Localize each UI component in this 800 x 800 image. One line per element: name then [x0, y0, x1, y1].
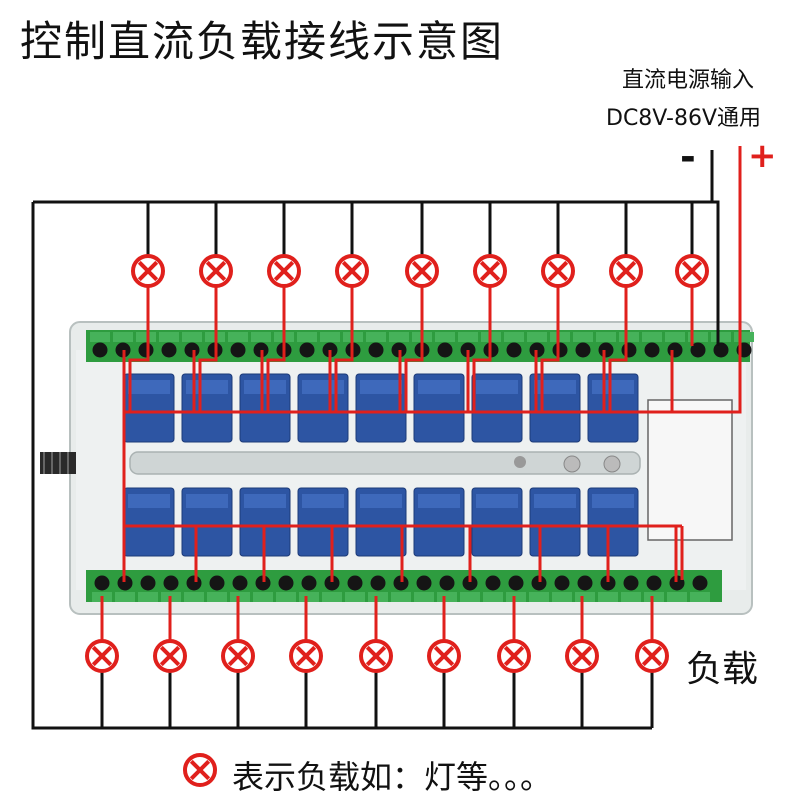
terminal-screw	[368, 342, 384, 358]
lamp-load-icon	[267, 254, 301, 288]
terminal-screw	[506, 342, 522, 358]
terminal-screw	[531, 575, 547, 591]
terminal-screw	[485, 575, 501, 591]
terminal-screw	[140, 575, 156, 591]
terminal-screw	[600, 575, 616, 591]
lamp-load-icon	[199, 254, 233, 288]
terminal-screw	[94, 575, 110, 591]
lamp-load-icon	[85, 639, 119, 673]
terminal-screw	[623, 575, 639, 591]
negative-terminal-wire	[712, 200, 720, 346]
power-input-label: 直流电源输入	[622, 68, 755, 93]
relay-output-wire	[404, 346, 424, 412]
terminal-screw	[439, 575, 455, 591]
lamp-load-icon	[427, 639, 461, 673]
lamp-load-icon	[473, 254, 507, 288]
lamp-load-icon	[183, 753, 217, 787]
relay-output-wire	[540, 346, 560, 412]
terminal-screw	[462, 575, 478, 591]
terminal-screw	[437, 342, 453, 358]
load-label: 负载	[686, 649, 759, 690]
relay-output-wire	[608, 346, 628, 412]
terminal-screw	[186, 575, 202, 591]
terminal-screw	[209, 575, 225, 591]
power-voltage-range: DC8V-86V通用	[606, 106, 762, 131]
terminal-screw	[255, 575, 271, 591]
relay-output-wire	[334, 346, 354, 412]
terminal-screw	[138, 342, 154, 358]
terminal-screw	[713, 342, 729, 358]
terminal-screw	[163, 575, 179, 591]
relay-module	[40, 321, 754, 615]
terminal-screw	[644, 342, 660, 358]
diagram-title: 控制直流负载接线示意图	[20, 17, 505, 66]
terminal-screw	[278, 575, 294, 591]
lamp-load-icon	[289, 639, 323, 673]
lamp-load-icon	[497, 639, 531, 673]
terminal-screw	[230, 342, 246, 358]
antenna-coil	[40, 452, 76, 474]
module-label-sticker	[647, 399, 733, 541]
relay-output-wire	[128, 346, 150, 412]
lamp-load-icon	[153, 639, 187, 673]
lamp-load-icon	[541, 254, 575, 288]
terminal-screw	[92, 342, 108, 358]
terminal-screw	[324, 575, 340, 591]
lamp-load-icon	[335, 254, 369, 288]
terminal-screw	[161, 342, 177, 358]
terminal-screw	[554, 575, 570, 591]
terminal-screw	[299, 342, 315, 358]
positive-terminal-symbol: +	[748, 136, 777, 176]
terminal-screw	[184, 342, 200, 358]
terminal-screw	[552, 342, 568, 358]
lamp-load-icon	[359, 639, 393, 673]
relay-output-wire	[472, 346, 492, 412]
relay-output-wire	[266, 346, 286, 412]
terminal-screw	[598, 342, 614, 358]
terminal-screw	[508, 575, 524, 591]
terminal-screw	[690, 342, 706, 358]
lamp-load-icon	[565, 639, 599, 673]
relay-output-wire	[198, 346, 218, 412]
lamp-load-icon	[675, 254, 709, 288]
lamp-load-icon	[131, 254, 165, 288]
terminal-screw	[575, 342, 591, 358]
terminal-screw	[370, 575, 386, 591]
lamp-load-icon	[405, 254, 439, 288]
terminal-screw	[393, 575, 409, 591]
lamp-load-icon	[635, 639, 669, 673]
terminal-screw	[692, 575, 708, 591]
terminal-screw	[646, 575, 662, 591]
terminal-screw	[301, 575, 317, 591]
negative-bus-wire	[31, 202, 102, 730]
terminal-screw	[232, 575, 248, 591]
lamp-load-icon	[221, 639, 255, 673]
legend-text: 表示负载如：灯等。。。	[232, 758, 553, 796]
terminal-screw	[621, 342, 637, 358]
negative-terminal-symbol: -	[680, 135, 696, 179]
terminal-screw	[416, 575, 432, 591]
lamp-load-icon	[609, 254, 643, 288]
terminal-screw	[117, 575, 133, 591]
terminal-screw	[667, 342, 683, 358]
terminal-screw	[577, 575, 593, 591]
terminal-screw	[347, 575, 363, 591]
